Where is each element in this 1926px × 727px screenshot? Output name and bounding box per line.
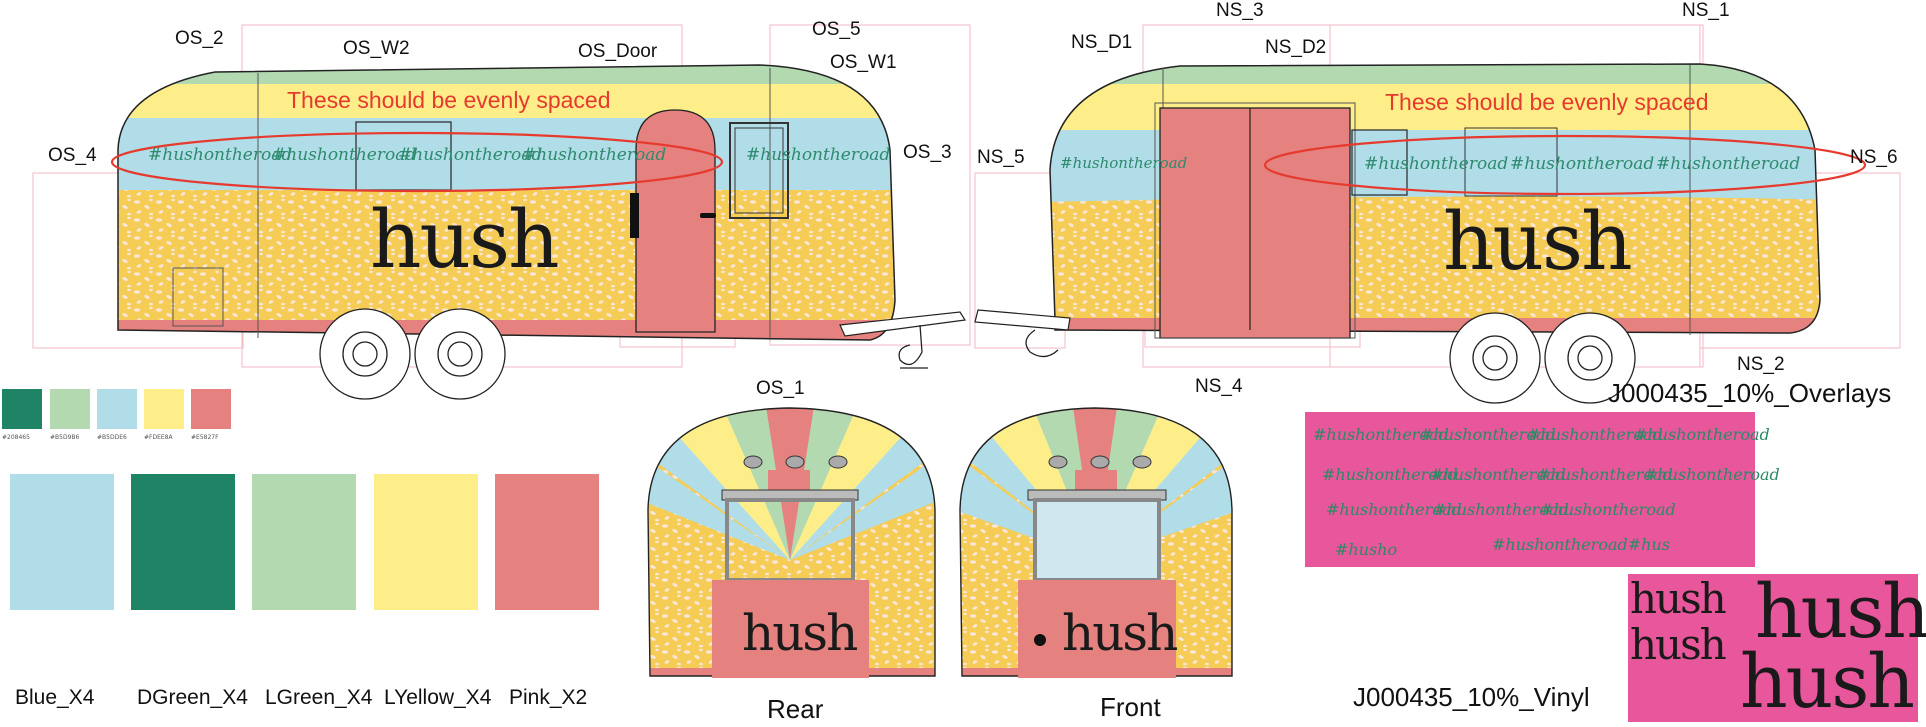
ns-hashtag-3: #hushontheroad [1510, 154, 1655, 174]
swatch-label-lgreen: LGreen_X4 [265, 686, 373, 709]
vinyl-file-label: J000435_10%_Vinyl [1353, 682, 1590, 712]
overlay-tag-r2c4: #hushontheroad [1644, 465, 1780, 484]
overlay-tag-r4c1: #husho [1335, 540, 1398, 559]
front-view [959, 407, 1233, 678]
label-ns-6: NS_6 [1850, 147, 1898, 168]
label-ns-3: NS_3 [1216, 0, 1264, 21]
hex-code-4: #FDEE8A [144, 434, 173, 441]
overlay-tag-r2c2: #hushontheroad [1430, 465, 1566, 484]
os-hashtag-1: #hushontheroad [148, 145, 293, 165]
label-os-2: OS_2 [175, 28, 224, 49]
label-ns-d2: NS_D2 [1265, 37, 1327, 58]
overlays-file-label: J000435_10%_Overlays [1608, 378, 1892, 408]
ns-hashtag-4: #hushontheroad [1656, 154, 1801, 174]
label-os-4: OS_4 [48, 145, 97, 166]
swatch-label-blue: Blue_X4 [15, 686, 95, 709]
label-ns-4: NS_4 [1195, 376, 1243, 397]
big-swatch-pink [493, 472, 601, 612]
overlay-tag-r1c1: #hushontheroad [1313, 425, 1449, 444]
overlay-sheet [1305, 412, 1755, 567]
big-swatch-lgreen [250, 472, 358, 612]
small-swatch-yellow [142, 387, 186, 431]
vinyl-hush-small-1: hush [1630, 574, 1727, 623]
os-hashtag-2: #hushontheroad [272, 145, 417, 165]
vinyl-hush-large-1: hush [1755, 569, 1926, 655]
note-evenly-spaced-ns: These should be evenly spaced [1385, 89, 1709, 115]
os-hashtag-5: #hushontheroad [746, 145, 891, 165]
label-os-3: OS_3 [903, 142, 952, 163]
small-swatch-dgreen [0, 387, 44, 431]
vinyl-sheet [1628, 574, 1918, 722]
rear-caption: Rear [767, 694, 824, 724]
overlay-tag-r4c2: #hushontheroad#hus [1492, 535, 1670, 554]
overlay-tag-r3c1: #hushontheroad [1326, 500, 1462, 519]
label-ns-5: NS_5 [977, 147, 1025, 168]
label-os-5: OS_5 [812, 19, 861, 40]
overlay-tag-r2c1: #hushontheroad [1322, 465, 1458, 484]
overlay-tag-r3c3: #hushontheroad [1540, 500, 1676, 519]
os-hashtag-3: #hushontheroad [398, 145, 543, 165]
os-hush-wordmark: hush [370, 193, 560, 286]
small-swatch-blue [95, 387, 139, 431]
os-spacing-ellipse [110, 131, 724, 193]
ns-hush-wordmark: hush [1443, 195, 1633, 288]
os-hashtag-4: #hushontheroad [522, 145, 667, 165]
label-os-w1: OS_W1 [830, 52, 897, 73]
swatch-label-dgreen: DGreen_X4 [137, 686, 248, 709]
vinyl-hush-large-2: hush [1740, 639, 1915, 725]
swatch-label-pink: Pink_X2 [509, 686, 588, 709]
small-swatch-pink [189, 387, 233, 431]
front-hush-wordmark: hush [1062, 604, 1178, 662]
big-swatch-blue [8, 472, 116, 612]
big-swatch-yellow [372, 472, 480, 612]
vinyl-hush-small-2: hush [1630, 620, 1727, 669]
overlay-tag-r1c3: #hushontheroad [1527, 425, 1663, 444]
overlay-tag-r2c3: #hushontheroad [1537, 465, 1673, 484]
small-swatch-lgreen [48, 387, 92, 431]
ns-trailer [974, 63, 1821, 404]
label-os-w2: OS_W2 [343, 38, 410, 59]
front-caption: Front [1100, 692, 1161, 722]
label-os-1: OS_1 [756, 378, 805, 399]
note-evenly-spaced-os: These should be evenly spaced [287, 87, 611, 113]
os-trailer [117, 64, 967, 400]
label-ns-2: NS_2 [1737, 354, 1785, 375]
overlay-tag-r1c2: #hushontheroad [1420, 425, 1556, 444]
rear-view [647, 407, 936, 678]
hex-code-1: #208465 [2, 434, 30, 441]
ns-hashtag-2: #hushontheroad [1364, 154, 1509, 174]
overlay-tag-r3c2: #hushontheroad [1433, 500, 1569, 519]
label-ns-d1: NS_D1 [1071, 32, 1133, 53]
big-swatch-dgreen [129, 472, 237, 612]
swatch-label-yellow: LYellow_X4 [384, 686, 492, 709]
rear-hush-wordmark: hush [742, 604, 858, 662]
ns-hashtag-1: #hushontheroad [1060, 154, 1188, 172]
label-os-door: OS_Door [578, 41, 658, 62]
ns-spacing-ellipse [1263, 134, 1867, 196]
overlay-tag-r1c4: #hushontheroad [1634, 425, 1770, 444]
hex-code-3: #B5DDE6 [97, 434, 127, 441]
label-ns-1: NS_1 [1682, 0, 1730, 21]
hex-code-5: #E5827F [191, 434, 219, 441]
hex-code-2: #B5D9B6 [50, 434, 80, 441]
